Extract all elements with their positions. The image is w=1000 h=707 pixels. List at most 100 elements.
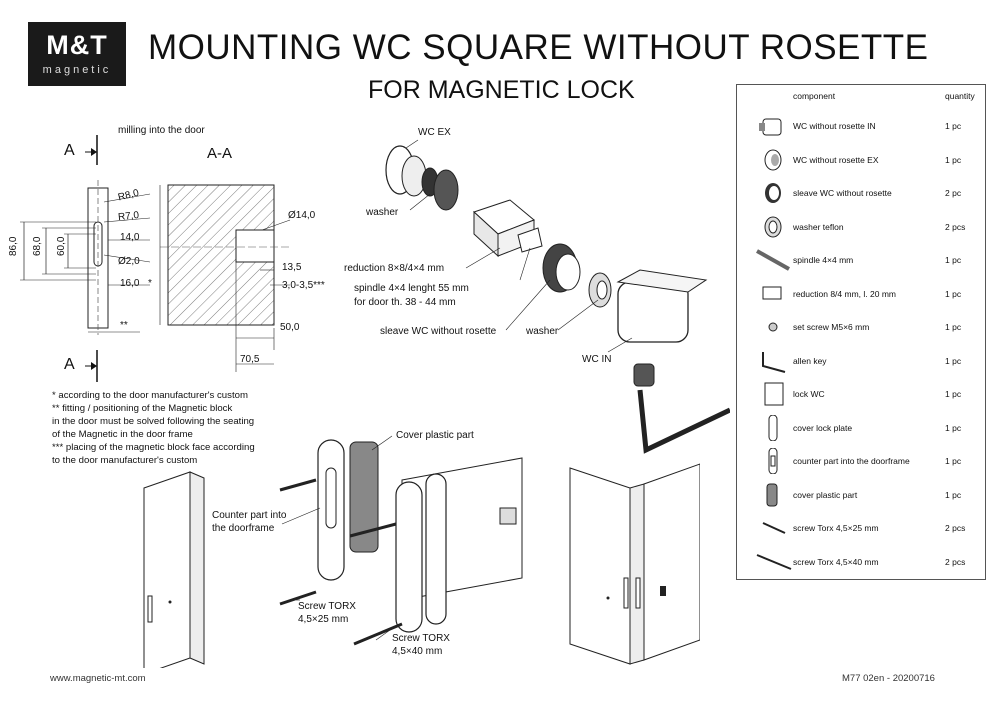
milling-label: milling into the door xyxy=(118,125,205,136)
logo-sub: magnetic xyxy=(42,64,112,76)
part-quantity: 1 pc xyxy=(945,389,962,399)
wc-in-icon xyxy=(759,118,782,136)
part-name: cover plastic part xyxy=(793,489,858,500)
part-quantity: 2 pcs xyxy=(945,221,966,232)
parts-list-row: WC without rosette EX 1 pc xyxy=(737,143,985,176)
counter-part-icon xyxy=(768,448,778,474)
sleave-label: sleave WC without rosette xyxy=(380,326,497,337)
reduction-label: reduction 8×8/4×4 mm xyxy=(344,263,445,274)
cover-plastic-icon xyxy=(766,483,778,506)
footer-doc-code: M77 02en - 20200716 xyxy=(842,673,935,684)
dim-50: 50,0 xyxy=(280,322,300,333)
brand-logo: M&T magnetic xyxy=(28,22,126,86)
part-quantity: 2 pcs xyxy=(945,523,966,533)
part-quantity: 1 pc xyxy=(945,355,962,366)
washer-label-2: washer xyxy=(526,326,559,337)
allen-key-icon xyxy=(762,351,786,373)
part-quantity: 1 pc xyxy=(945,288,962,299)
footer-url: www.magnetic-mt.com xyxy=(50,673,146,684)
part-name: allen key xyxy=(793,355,827,366)
counter-part-label-2: the doorframe xyxy=(212,523,275,534)
note-line: in the door must be solved following the… xyxy=(52,416,255,427)
screw-long-label-1: Screw TORX xyxy=(392,633,450,644)
part-quantity: 2 pcs xyxy=(945,556,966,567)
washer-icon xyxy=(764,216,782,237)
logo-brand: M&T xyxy=(46,30,108,60)
wc-in-label: WC IN xyxy=(582,354,612,365)
exploded-handle-drawing xyxy=(385,139,730,454)
sleave-icon xyxy=(765,183,781,203)
part-quantity: 1 pc xyxy=(945,255,962,265)
washer-label-1: washer xyxy=(366,207,399,218)
parts-list-row: set screw M5×6 mm 1 pc xyxy=(737,310,985,343)
note-line: * according to the door manufacturer's c… xyxy=(52,390,248,401)
part-quantity: 1 pc xyxy=(945,154,962,165)
dim-3-0: 3,0-3,5*** xyxy=(282,280,325,291)
screw-short-icon xyxy=(762,522,786,534)
dim-13-5: 13,5 xyxy=(282,262,302,273)
page-subtitle: FOR MAGNETIC LOCK xyxy=(368,76,635,104)
dim-60: 60,0 xyxy=(56,236,67,256)
part-name: set screw M5×6 mm xyxy=(793,322,870,332)
part-quantity: 1 pc xyxy=(945,121,962,131)
part-name: screw Torx 4,5×25 mm xyxy=(793,523,879,533)
set-screw-icon xyxy=(768,322,778,332)
parts-list-row: washer teflon 2 pcs xyxy=(737,210,985,243)
screw-short-label-2: 4,5×25 mm xyxy=(298,614,349,625)
part-name: lock WC xyxy=(793,389,825,399)
spindle-label-2: for door th. 38 - 44 mm xyxy=(354,297,456,308)
dim-r7: R7,0 xyxy=(117,209,140,224)
dim-star: * xyxy=(148,278,152,289)
section-marker-top: A xyxy=(64,142,75,159)
notes-block: * according to the door manufacturer's c… xyxy=(52,389,255,467)
dim-14: 14,0 xyxy=(120,232,140,243)
dim-phi14: Ø14,0 xyxy=(288,210,316,221)
wc-ex-icon xyxy=(764,149,782,170)
parts-list-row: spindle 4×4 mm 1 pc xyxy=(737,243,985,276)
parts-list-row: screw Torx 4,5×25 mm 2 pcs xyxy=(737,511,985,544)
part-quantity: 1 pc xyxy=(945,456,962,466)
note-line: *** placing of the magnetic block face a… xyxy=(52,442,255,453)
section-marker-bottom: A xyxy=(64,356,75,373)
parts-list-row: allen key 1 pc xyxy=(737,344,985,377)
screw-short-label-1: Screw TORX xyxy=(298,601,356,612)
counter-part-label-1: Counter part into xyxy=(212,510,287,521)
section-drawing xyxy=(20,135,291,382)
spindle-label-1: spindle 4×4 lenght 55 mm xyxy=(354,283,469,294)
parts-list-row: screw Torx 4,5×40 mm 2 pcs xyxy=(737,545,985,578)
section-aa-label: A-A xyxy=(207,145,233,162)
part-name: washer teflon xyxy=(793,221,844,232)
part-quantity: 2 pc xyxy=(945,188,962,198)
parts-list-row: sleave WC without rosette 2 pc xyxy=(737,176,985,209)
lock-assembly-drawing xyxy=(143,435,700,668)
parts-list-row: lock WC 1 pc xyxy=(737,377,985,410)
part-name: counter part into the doorframe xyxy=(793,456,910,466)
dim-70-5: 70,5 xyxy=(240,354,260,365)
parts-list-row: WC without rosette IN 1 pc xyxy=(737,109,985,142)
reduction-icon xyxy=(762,286,782,299)
note-line: to the door manufacturer's custom xyxy=(52,455,198,466)
cover-plate-icon xyxy=(768,414,778,441)
part-quantity: 1 pc xyxy=(945,489,962,500)
parts-list-row: cover plastic part 1 pc xyxy=(737,478,985,511)
part-quantity: 1 pc xyxy=(945,322,962,332)
screw-long-label-2: 4,5×40 mm xyxy=(392,646,443,657)
wc-ex-label: WC EX xyxy=(418,127,451,138)
parts-list-panel: component quantity WC without rosette IN… xyxy=(736,84,986,580)
lock-icon xyxy=(764,382,784,406)
dim-68: 68,0 xyxy=(32,236,43,256)
part-quantity: 1 pc xyxy=(945,422,962,433)
part-name: spindle 4×4 mm xyxy=(793,255,854,265)
screw-long-icon xyxy=(756,553,792,570)
part-name: WC without rosette EX xyxy=(793,154,879,165)
cover-plastic-label: Cover plastic part xyxy=(396,430,474,441)
part-name: sleave WC without rosette xyxy=(793,188,892,198)
note-line: of the Magnetic in the door frame xyxy=(52,429,193,440)
parts-list-row: counter part into the doorframe 1 pc xyxy=(737,444,985,477)
part-name: reduction 8/4 mm, l. 20 mm xyxy=(793,288,896,299)
dim-16: 16,0 xyxy=(120,278,140,289)
dim-86: 86,0 xyxy=(8,236,19,256)
part-name: WC without rosette IN xyxy=(793,121,876,131)
part-name: screw Torx 4,5×40 mm xyxy=(793,556,879,567)
